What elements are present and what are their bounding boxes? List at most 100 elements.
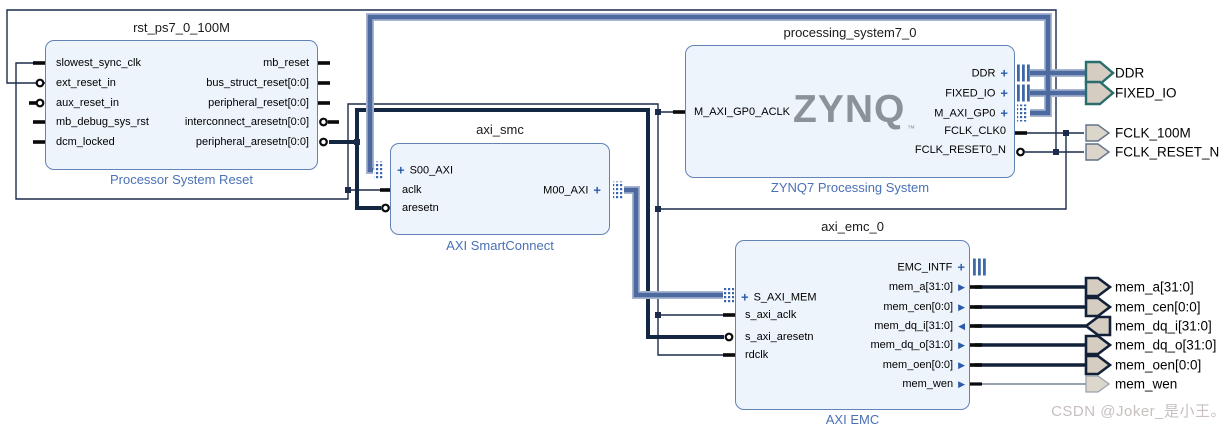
- direction-out-icon: ▶: [958, 359, 965, 370]
- plus-icon: +: [957, 259, 965, 275]
- external-port-arrow-fixed-io[interactable]: [1084, 80, 1115, 106]
- block-type-label-emc: AXI EMC: [825, 412, 880, 427]
- external-port-arrow-mem-wen[interactable]: [1085, 375, 1111, 393]
- port-mem-a[interactable]: mem_a[31:0] ▶: [889, 281, 965, 293]
- port-bus-struct-reset[interactable]: bus_struct_reset[0:0]: [206, 77, 309, 89]
- port-fixed-io[interactable]: FIXED_IO +: [945, 87, 1008, 100]
- block-processing-system7[interactable]: [685, 45, 1015, 178]
- external-port-arrows: [1083, 60, 1115, 393]
- port-label: mem_wen: [902, 378, 954, 390]
- active-low-pin-circles: [35, 78, 1025, 342]
- block-axi-emc[interactable]: [735, 240, 970, 410]
- port-s-axi-mem[interactable]: + S_AXI_MEM: [741, 291, 817, 304]
- port-ext-reset-in[interactable]: ext_reset_in: [56, 77, 116, 89]
- port-interconnect-aresetn[interactable]: interconnect_aresetn[0:0]: [184, 116, 309, 128]
- external-port-label-mem-dq-i[interactable]: mem_dq_i[31:0]: [1115, 318, 1212, 334]
- bus-m00-axi: [624, 187, 723, 298]
- port-label: S00_AXI: [409, 164, 454, 176]
- port-mem-cen[interactable]: mem_cen[0:0] ▶: [883, 301, 965, 313]
- mem-wires[interactable]: [975, 285, 1086, 367]
- port-mem-oen[interactable]: mem_oen[0:0] ▶: [883, 359, 965, 371]
- external-port-label-mem-cen[interactable]: mem_cen[0:0]: [1115, 299, 1201, 315]
- port-label: S_AXI_MEM: [753, 291, 817, 303]
- port-label: M00_AXI: [543, 184, 589, 196]
- external-port-label-mem-wen[interactable]: mem_wen: [1115, 376, 1178, 392]
- block-title-ps7[interactable]: processing_system7_0: [783, 25, 917, 40]
- external-port-arrow-fclk-reset-n[interactable]: [1085, 143, 1111, 161]
- port-label: mem_dq_i[31:0]: [874, 320, 954, 332]
- external-port-arrow-mem-dq-i[interactable]: [1083, 315, 1112, 337]
- zynq-logo: ZYNQ: [793, 88, 906, 131]
- external-port-label-fixed-io[interactable]: FIXED_IO: [1115, 85, 1177, 101]
- block-type-label-rst: Processor System Reset: [109, 172, 254, 187]
- port-stubs: [29, 61, 1027, 386]
- bus-m-axi-gp0: [367, 14, 1051, 173]
- external-port-label-mem-oen[interactable]: mem_oen[0:0]: [1115, 357, 1202, 373]
- port-m-axi-gp0-aclk[interactable]: M_AXI_GP0_ACLK: [694, 106, 790, 118]
- block-title-rst[interactable]: rst_ps7_0_100M: [133, 20, 230, 35]
- external-port-label-fclk-reset-n[interactable]: FCLK_RESET_N: [1115, 144, 1220, 160]
- port-label: mem_dq_o[31:0]: [870, 339, 954, 351]
- port-peripheral-reset[interactable]: peripheral_reset[0:0]: [208, 97, 309, 109]
- port-slowest-sync-clk[interactable]: slowest_sync_clk: [56, 57, 141, 69]
- port-aclk[interactable]: aclk: [402, 184, 422, 196]
- direction-out-icon: ▶: [958, 378, 965, 389]
- axi-bus-wire[interactable]: [367, 14, 1086, 298]
- watermark: CSDN @Joker_是小王。: [1051, 403, 1226, 420]
- port-fclk-reset0-n[interactable]: FCLK_RESET0_N: [914, 144, 1006, 156]
- port-label: DDR: [971, 67, 996, 79]
- port-dcm-locked[interactable]: dcm_locked: [56, 136, 115, 148]
- block-title-smc[interactable]: axi_smc: [476, 122, 524, 137]
- direction-out-icon: ▶: [958, 281, 965, 292]
- port-label: M_AXI_GP0: [934, 107, 996, 119]
- plus-icon: +: [397, 162, 405, 178]
- external-port-arrow-mem-a[interactable]: [1084, 276, 1113, 298]
- external-port-arrow-ddr[interactable]: [1084, 60, 1115, 86]
- port-mem-wen[interactable]: mem_wen ▶: [902, 378, 965, 390]
- block-title-emc[interactable]: axi_emc_0: [821, 219, 884, 234]
- zynq-logo-tm: ™: [907, 124, 915, 133]
- interface-pin-stubs: [374, 104, 1027, 304]
- port-mb-reset[interactable]: mb_reset: [263, 57, 309, 69]
- external-port-label-mem-a[interactable]: mem_a[31:0]: [1115, 279, 1194, 295]
- port-aux-reset-in[interactable]: aux_reset_in: [56, 97, 119, 109]
- port-ddr[interactable]: DDR +: [972, 67, 1008, 80]
- block-rst-ps7[interactable]: [45, 40, 318, 170]
- block-type-label-smc: AXI SmartConnect: [446, 238, 554, 253]
- port-mb-debug-sys-rst[interactable]: mb_debug_sys_rst: [56, 116, 149, 128]
- plus-icon: +: [593, 182, 601, 198]
- port-aresetn[interactable]: aresetn: [402, 202, 439, 214]
- external-port-label-fclk-100m[interactable]: FCLK_100M: [1115, 125, 1191, 141]
- block-type-label-ps7: ZYNQ7 Processing System: [770, 180, 930, 195]
- port-m00-axi[interactable]: M00_AXI +: [543, 184, 601, 197]
- port-emc-intf[interactable]: EMC_INTF +: [897, 261, 965, 274]
- aresetn-net-wire[interactable]: [329, 108, 724, 339]
- port-fclk-clk0[interactable]: FCLK_CLK0: [944, 125, 1006, 137]
- external-port-arrow-mem-oen[interactable]: [1084, 354, 1113, 376]
- port-s00-axi[interactable]: + S00_AXI: [397, 164, 453, 177]
- port-m-axi-gp0[interactable]: M_AXI_GP0 +: [934, 107, 1008, 120]
- plus-icon: +: [1000, 85, 1008, 101]
- port-label: FIXED_IO: [945, 87, 996, 99]
- port-mem-dq-i[interactable]: mem_dq_i[31:0] ◀: [874, 320, 965, 332]
- port-label: mem_a[31:0]: [888, 281, 954, 293]
- external-port-arrow-mem-dq-o[interactable]: [1084, 334, 1113, 356]
- port-s-axi-aclk[interactable]: s_axi_aclk: [745, 309, 797, 321]
- external-port-label-mem-dq-o[interactable]: mem_dq_o[31:0]: [1115, 337, 1217, 353]
- external-port-arrow-fclk-100m[interactable]: [1085, 124, 1111, 142]
- external-port-arrow-mem-cen[interactable]: [1084, 296, 1113, 318]
- port-mem-dq-o[interactable]: mem_dq_o[31:0] ▶: [871, 339, 965, 351]
- direction-out-icon: ▶: [958, 301, 965, 312]
- plus-icon: +: [741, 289, 749, 305]
- port-rdclk[interactable]: rdclk: [745, 349, 769, 361]
- plus-icon: +: [1000, 65, 1008, 81]
- port-label: mem_cen[0:0]: [883, 301, 954, 313]
- external-port-label-ddr[interactable]: DDR: [1115, 65, 1145, 81]
- port-s-axi-aresetn[interactable]: s_axi_aresetn: [745, 331, 814, 343]
- block-axi-smc[interactable]: [390, 143, 610, 235]
- port-peripheral-aresetn[interactable]: peripheral_aresetn[0:0]: [195, 136, 309, 148]
- interface-bar-stubs: [973, 64, 1030, 276]
- port-label: EMC_INTF: [897, 261, 953, 273]
